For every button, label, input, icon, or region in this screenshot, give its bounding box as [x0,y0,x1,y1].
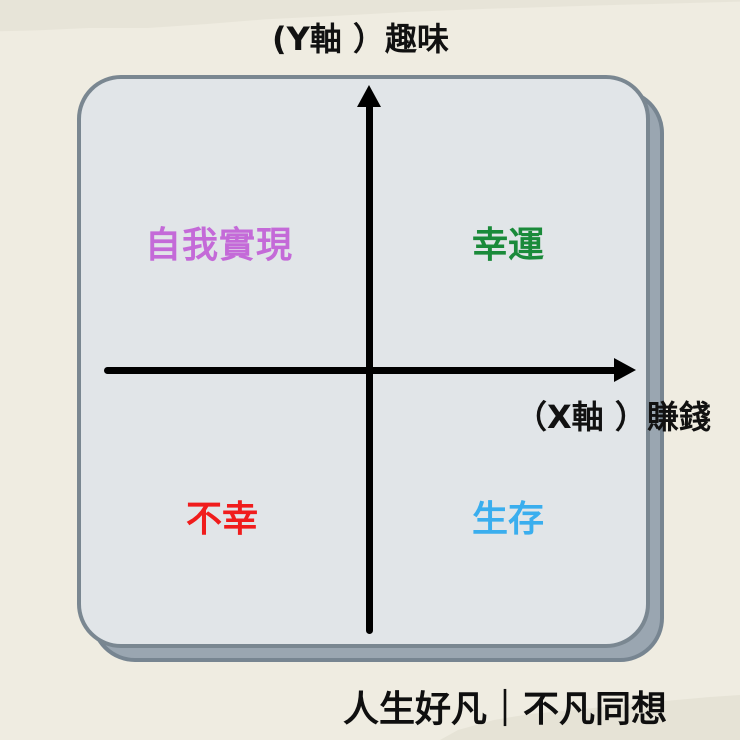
quadrant-top-left-label: 自我實現 [145,225,294,266]
footer-caption: 人生好凡｜不凡同想 [343,689,668,730]
arrow-up-icon [357,85,381,107]
quadrant-top-right-label: 幸運 [472,225,545,266]
quadrant-bottom-right-label: 生存 [472,499,545,540]
quadrant-bottom-left-label: 不幸 [186,499,259,540]
arrow-right-icon [614,358,636,382]
quadrant-card [77,75,650,648]
y-axis-label: (Y軸 ）趣味 [272,20,449,58]
x-axis-label: （X軸 ）賺錢 [515,398,711,436]
x-axis-line [104,367,619,374]
